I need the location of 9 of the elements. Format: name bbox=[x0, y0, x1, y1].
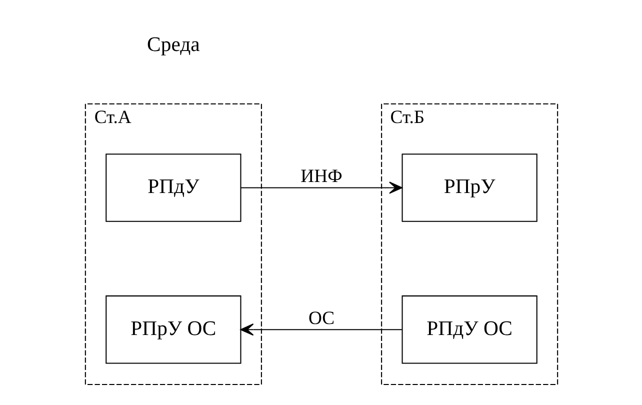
node-box: РПрУ ОС bbox=[105, 295, 241, 364]
edge-label: ОС bbox=[308, 308, 334, 329]
arrow bbox=[240, 323, 402, 336]
arrow bbox=[240, 182, 402, 194]
label: Среда bbox=[146, 34, 200, 56]
node-box: РПдУ bbox=[105, 154, 241, 222]
edge-label: ИНФ bbox=[300, 166, 342, 187]
node-box: РПрУ bbox=[401, 154, 537, 222]
node-box: РПдУ ОС bbox=[401, 295, 537, 364]
